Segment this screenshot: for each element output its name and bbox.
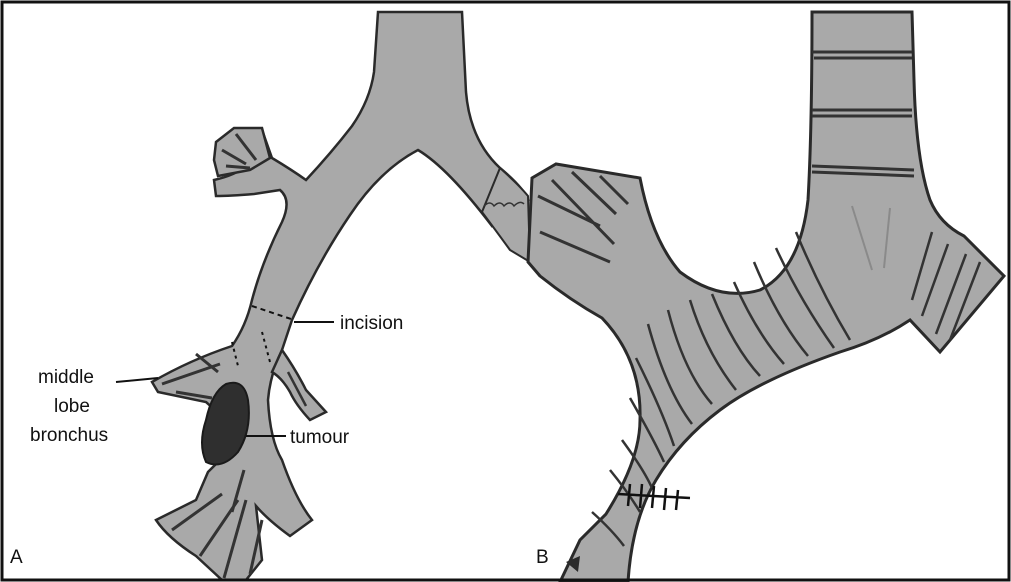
panel-a-right-side-branch <box>272 350 326 420</box>
panel-a-label: A <box>10 547 23 568</box>
panel-a-main-airway <box>152 12 528 580</box>
middle-lobe-label-line3: bronchus <box>30 425 108 446</box>
incision-label: incision <box>340 313 403 334</box>
panel-b-label: B <box>536 547 549 568</box>
panel-b: B <box>528 12 1004 582</box>
panel-a: incision middle lobe bronchus tumour A <box>10 12 530 580</box>
tumour-label: tumour <box>290 427 350 448</box>
middle-lobe-label-line2: lobe <box>54 396 90 417</box>
panel-b-trachea <box>528 12 1004 582</box>
middle-lobe-label-line1: middle <box>38 367 94 388</box>
